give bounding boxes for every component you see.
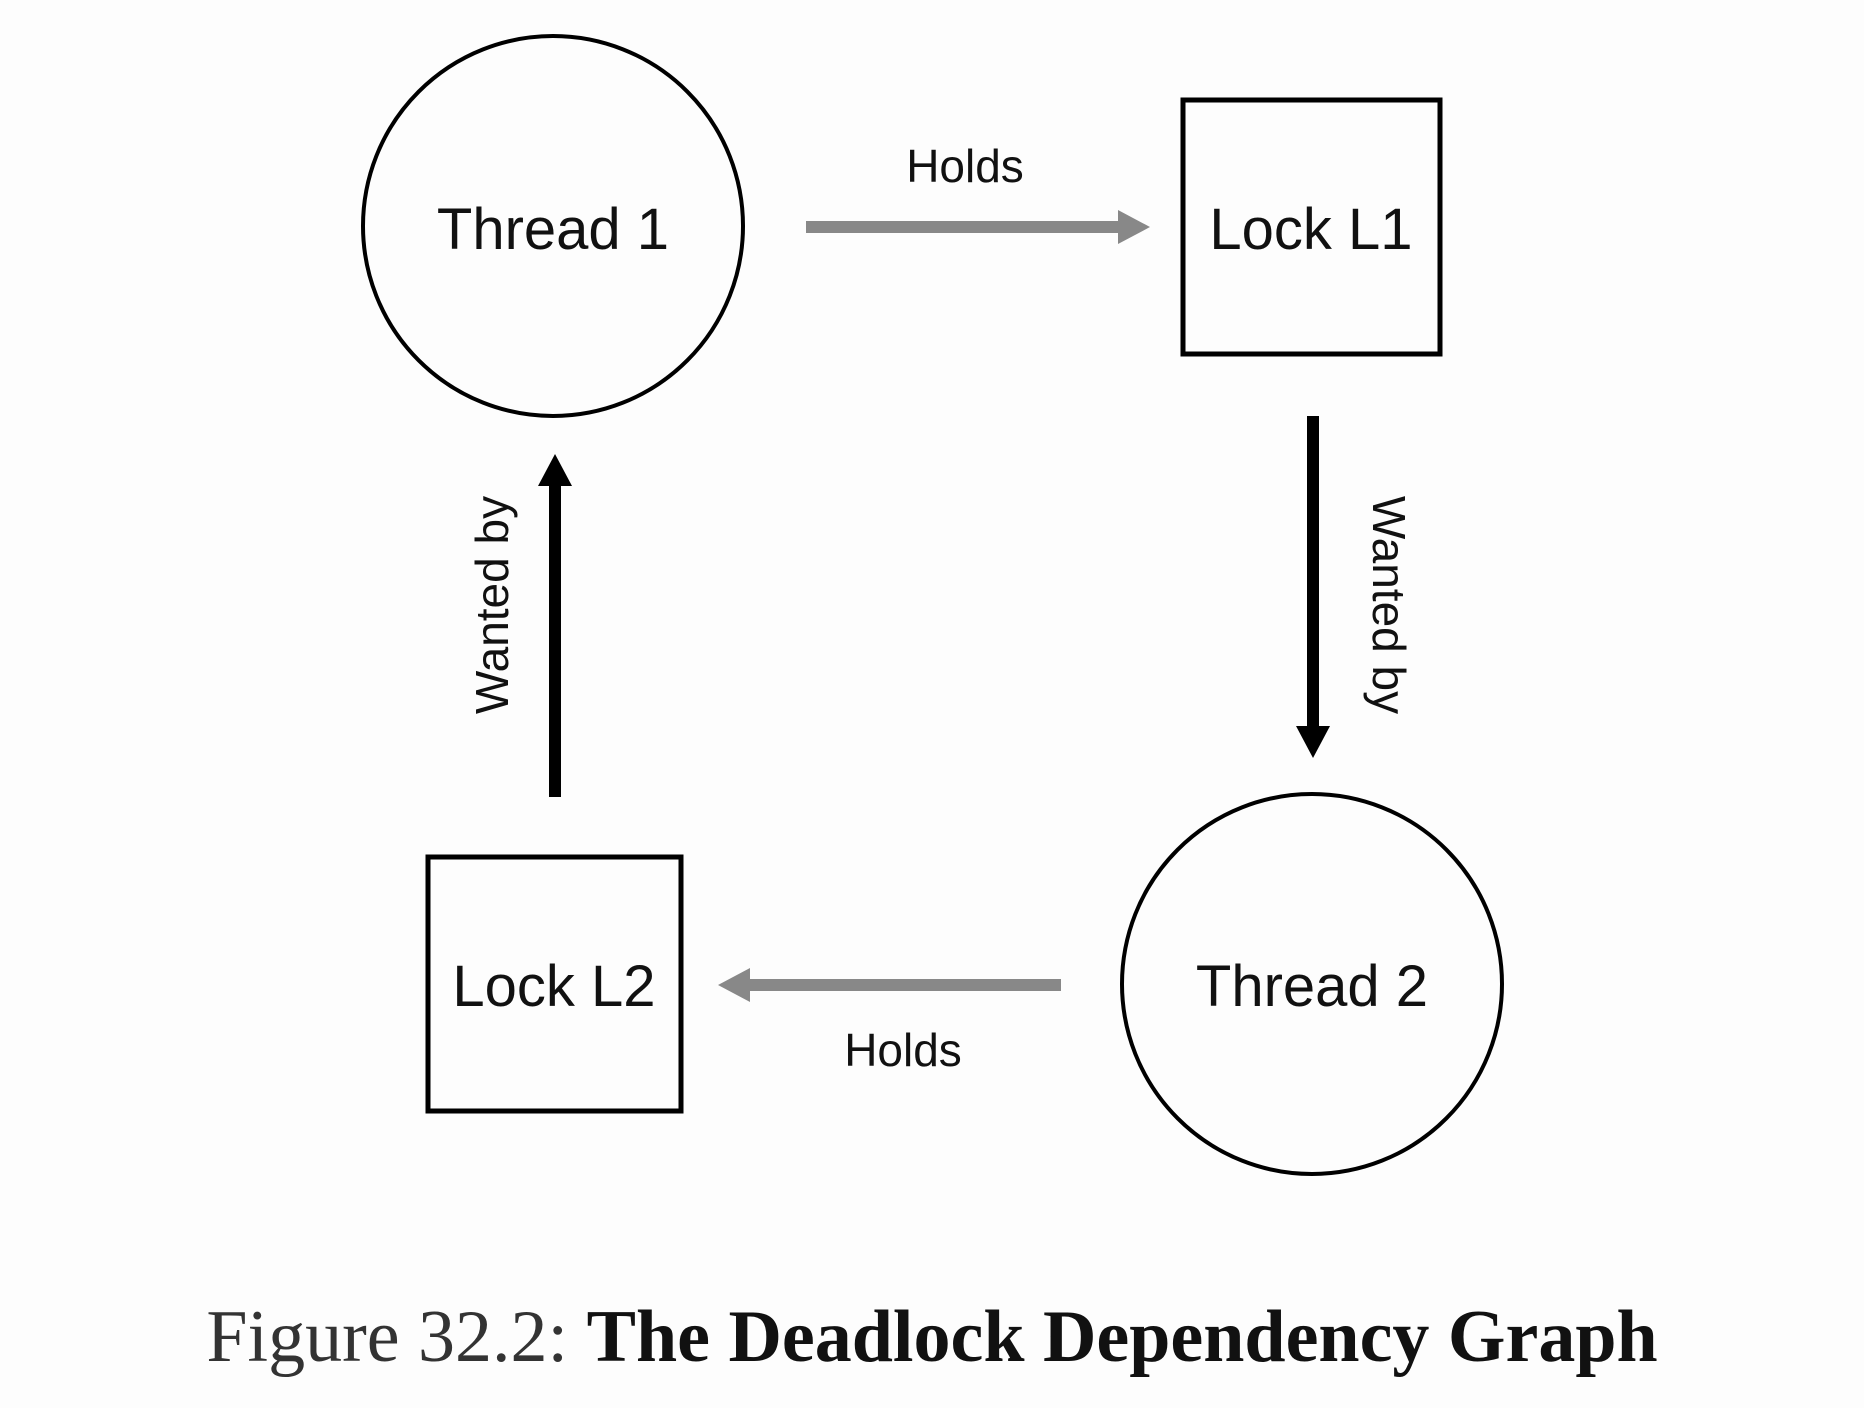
holds-label-top: Holds [906,140,1024,192]
figure-caption: Figure 32.2: The Deadlock Dependency Gra… [0,1295,1864,1380]
edge-l1-wanted-by-thread2: Wanted by [1296,416,1415,758]
edge-thread1-holds-l1: Holds [806,140,1150,244]
caption-prefix: Figure 32.2: [206,1296,569,1378]
thread-2-label: Thread 2 [1196,954,1428,1019]
holds-label-bottom: Holds [844,1024,962,1076]
wanted-by-label-right: Wanted by [1363,496,1415,714]
node-thread-1: Thread 1 [361,34,745,418]
wanted-arrowhead-down [1296,726,1330,758]
edge-l2-wanted-by-thread1: Wanted by [466,454,572,797]
caption-title: The Deadlock Dependency Graph [586,1296,1658,1378]
node-lock-l1: Lock L1 [1180,97,1443,357]
lock-l1-label: Lock L1 [1209,197,1412,262]
node-lock-l2: Lock L2 [425,854,684,1114]
lock-l2-label: Lock L2 [452,954,655,1019]
thread-1-label: Thread 1 [437,197,669,262]
thread-1-circle [361,34,745,418]
wanted-arrowhead-up [538,454,572,486]
holds-arrowhead-left [718,968,750,1002]
wanted-by-label-left: Wanted by [466,496,518,714]
node-thread-2: Thread 2 [1120,792,1504,1176]
edge-thread2-holds-l2: Holds [718,968,1061,1076]
holds-arrowhead-right [1118,210,1150,244]
lock-l2-box [425,854,684,1114]
thread-2-circle [1120,792,1504,1176]
lock-l1-box [1180,97,1443,357]
